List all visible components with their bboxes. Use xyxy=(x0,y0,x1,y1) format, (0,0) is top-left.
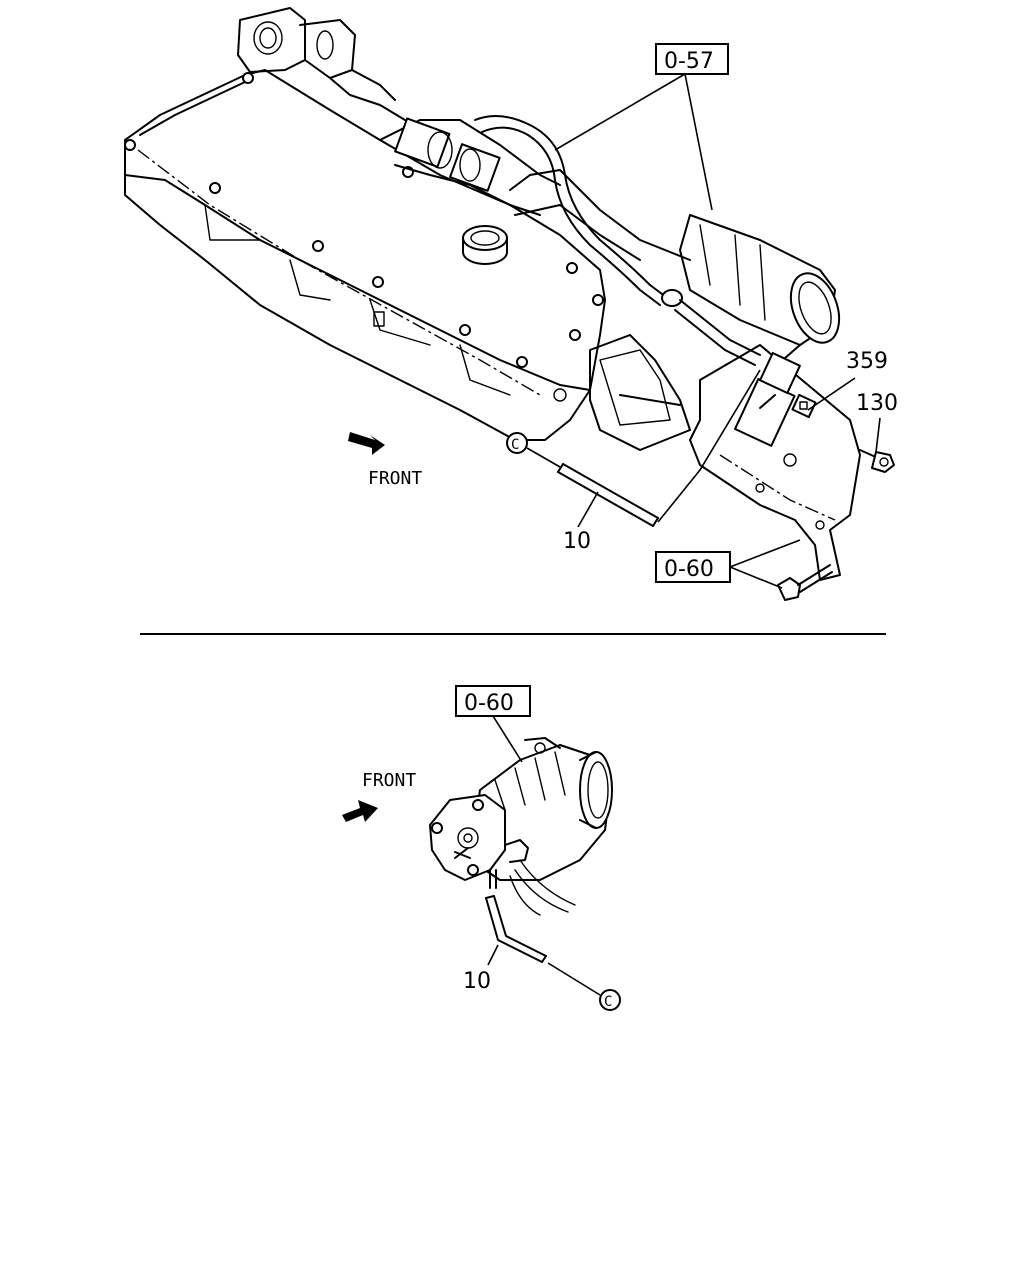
front-arrow-bottom: FRONT xyxy=(342,770,416,822)
valve-cover xyxy=(124,69,606,441)
front-label-bottom: FRONT xyxy=(362,770,416,791)
alternator-vacuum-pump xyxy=(429,737,613,916)
part-10-bottom-label: 10 xyxy=(463,969,491,994)
bottom-view: FRONT 0-60 10 C xyxy=(342,685,621,1011)
callout-0-57: 0-57 xyxy=(554,43,729,211)
top-view: FRONT C 0-57 359 130 10 xyxy=(124,7,898,601)
callout-10-top: 10 xyxy=(563,491,599,554)
connector-c-bottom-label: C xyxy=(604,994,612,1010)
vacuum-hose xyxy=(474,115,761,366)
air-duct xyxy=(679,214,841,346)
connector-c-bottom: C xyxy=(599,989,621,1011)
part-10-top-label: 10 xyxy=(563,529,591,554)
callout-10-bottom: 10 xyxy=(463,944,499,994)
bolt-130 xyxy=(859,449,895,473)
pipe-10 xyxy=(557,369,761,527)
ref-0-60-top-label: 0-60 xyxy=(664,557,714,582)
exhaust-outlet xyxy=(589,334,691,451)
part-130-label: 130 xyxy=(856,391,898,416)
callout-359: 359 xyxy=(807,349,888,411)
exhaust-manifold xyxy=(237,7,406,121)
callout-0-60-top: 0-60 xyxy=(655,539,801,589)
ref-0-60-bottom-label: 0-60 xyxy=(464,691,514,716)
hose-10-bottom xyxy=(485,895,601,996)
front-label-top: FRONT xyxy=(368,468,422,489)
callout-130: 130 xyxy=(856,391,898,453)
vsv-solenoid xyxy=(734,344,817,447)
bolt-lower xyxy=(777,564,833,601)
part-359-label: 359 xyxy=(846,349,888,374)
intake-pipe xyxy=(379,117,691,261)
front-arrow-top: FRONT xyxy=(348,432,422,489)
connector-c-top: C xyxy=(506,432,561,468)
ref-0-57-label: 0-57 xyxy=(664,49,714,74)
callout-0-60-bottom: 0-60 xyxy=(455,685,531,763)
connector-c-top-label: C xyxy=(511,437,519,453)
